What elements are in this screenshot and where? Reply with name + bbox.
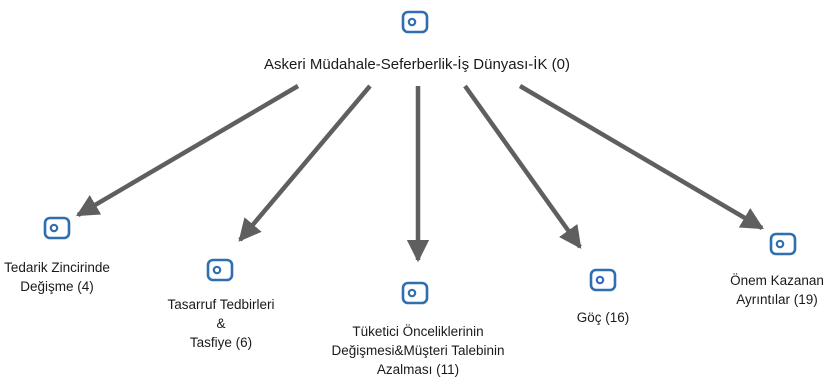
- edge-to-child-1: [76, 84, 300, 217]
- code-node-icon: [401, 10, 429, 34]
- child-label-5: Önem Kazanan Ayrıntılar (19): [730, 273, 824, 307]
- code-node-icon: [43, 216, 71, 240]
- edge-to-child-5: [518, 84, 764, 230]
- code-node-icon: [401, 281, 429, 305]
- root-label: Askeri Müdahale-Seferberlik-İş Dünyası-İ…: [264, 56, 570, 73]
- code-node-icon: [589, 268, 617, 292]
- child-label-1: Tedarik Zincirinde Değişme (4): [4, 260, 110, 294]
- child-label-2: Tasarruf Tedbirleri & Tasfiye (6): [167, 297, 275, 350]
- child-label-4: Göç (16): [576, 310, 630, 325]
- child-label-3: Tüketici Önceliklerinin Değişmesi&Müşter…: [331, 324, 505, 377]
- edge-to-child-2: [238, 84, 372, 242]
- code-node-icon: [206, 258, 234, 282]
- code-node-icon: [769, 232, 797, 256]
- edge-to-child-4: [463, 84, 582, 249]
